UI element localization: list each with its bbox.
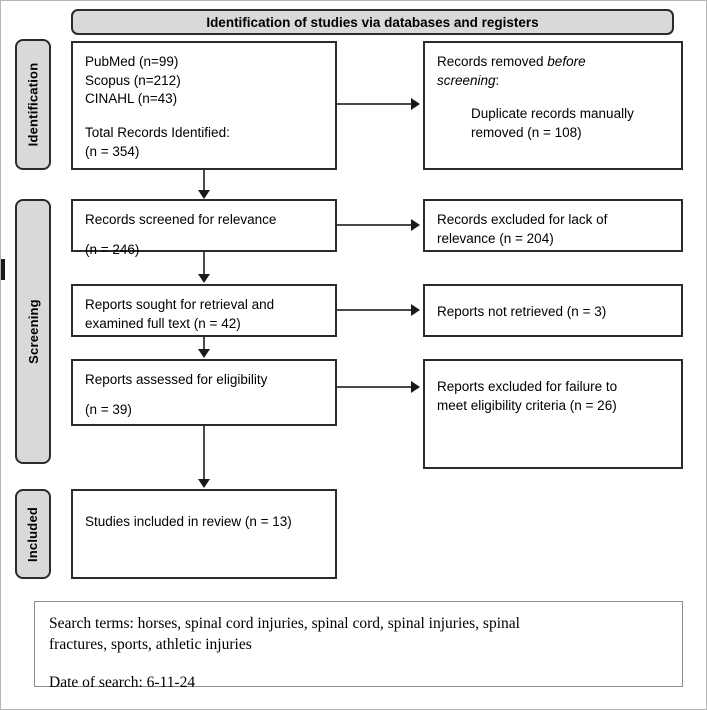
studies-included-line1: Studies included in review (n = 13) [85, 514, 292, 529]
arrow-right-icon-to-records-removed [411, 98, 420, 110]
stage-label-screening: Screening [15, 199, 51, 464]
reports-excluded-eligibility-line1: Reports excluded for failure to [437, 379, 618, 394]
box-reports-not-retrieved: Reports not retrieved (n = 3) [423, 284, 683, 337]
arrow-down-icon-to-included [198, 479, 210, 488]
reports-sought-line1: Reports sought for retrieval and [85, 297, 275, 312]
identification-scopus: Scopus (n=212) [85, 72, 181, 88]
duplicate-records-line2: removed (n = 108) [471, 124, 582, 140]
connector-line-identification-to-screened [203, 170, 205, 191]
box-reports-excluded-eligibility: Reports excluded for failure to meet eli… [423, 359, 683, 469]
identification-cinahl: CINAHL (n=43) [85, 91, 178, 107]
records-screened-count: (n = 246) [85, 241, 140, 257]
stage-label-identification-text: Identification [25, 62, 41, 147]
scan-edge-artifact [1, 259, 5, 280]
reports-not-retrieved-line1: Reports not retrieved (n = 3) [437, 304, 607, 319]
records-removed-heading-italic2: screening [437, 72, 496, 88]
reports-sought-line2: examined full text (n = 42) [85, 315, 241, 331]
stage-label-screening-text: Screening [25, 299, 41, 364]
records-removed-heading: Records removed before [437, 53, 669, 72]
stage-label-included: Included [15, 489, 51, 579]
arrow-right-icon-to-reports-not-retrieved [411, 304, 420, 316]
connector-line-assessed-to-included [203, 426, 205, 480]
box-reports-sought: Reports sought for retrieval and examine… [71, 284, 337, 337]
connector-line-to-reports-not-retrieved [337, 309, 413, 311]
records-excluded-line1: Records excluded for lack of [437, 212, 608, 227]
arrow-right-icon-to-reports-excluded-eligibility [411, 381, 420, 393]
search-info-box: Search terms: horses, spinal cord injuri… [34, 601, 683, 691]
search-date: Date of search: 6-11-24 [49, 673, 196, 691]
arrow-down-icon-to-assessed [198, 349, 210, 358]
records-removed-heading-italic: before [547, 54, 586, 69]
search-terms-line1: Search terms: horses, spinal cord injuri… [49, 615, 520, 632]
box-records-removed: Records removed before screening: Duplic… [423, 41, 683, 170]
records-removed-heading-colon: : [495, 72, 500, 88]
records-excluded-line2: relevance (n = 204) [437, 230, 554, 246]
identification-total-value: (n = 354) [85, 143, 140, 159]
arrow-down-icon-to-sought [198, 274, 210, 283]
box-records-screened: Records screened for relevance (n = 246) [71, 199, 337, 257]
connector-line-to-reports-excluded-eligibility [337, 386, 413, 388]
connector-line-to-records-removed [337, 103, 413, 105]
diagram-banner-title: Identification of studies via databases … [71, 9, 674, 35]
records-screened-label: Records screened for relevance [85, 212, 277, 227]
arrow-right-icon-to-records-excluded [411, 219, 420, 231]
connector-line-screened-to-sought [203, 252, 205, 275]
box-reports-assessed: Reports assessed for eligibility (n = 39… [71, 359, 337, 426]
reports-excluded-eligibility-line2: meet eligibility criteria (n = 26) [437, 397, 617, 413]
stage-label-included-text: Included [25, 506, 41, 562]
records-removed-heading-line2: screening: [437, 72, 669, 91]
duplicate-records-line1: Duplicate records manually [471, 106, 634, 122]
records-removed-heading-prefix: Records removed [437, 54, 548, 69]
connector-line-to-records-excluded [337, 224, 413, 226]
identification-pubmed: PubMed (n=99) [85, 54, 179, 69]
box-identification-records: PubMed (n=99) Scopus (n=212) CINAHL (n=4… [71, 41, 337, 170]
connector-line-sought-to-assessed [203, 337, 205, 350]
stage-label-identification: Identification [15, 39, 51, 170]
reports-assessed-count: (n = 39) [85, 401, 132, 417]
reports-assessed-label: Reports assessed for eligibility [85, 372, 268, 387]
box-records-excluded: Records excluded for lack of relevance (… [423, 199, 683, 252]
banner-label: Identification of studies via databases … [206, 14, 539, 30]
search-terms-line2: fractures, sports, athletic injuries [49, 635, 252, 653]
arrow-down-icon-to-screened [198, 190, 210, 199]
box-studies-included: Studies included in review (n = 13) [71, 489, 337, 579]
identification-total-label: Total Records Identified: [85, 124, 230, 140]
